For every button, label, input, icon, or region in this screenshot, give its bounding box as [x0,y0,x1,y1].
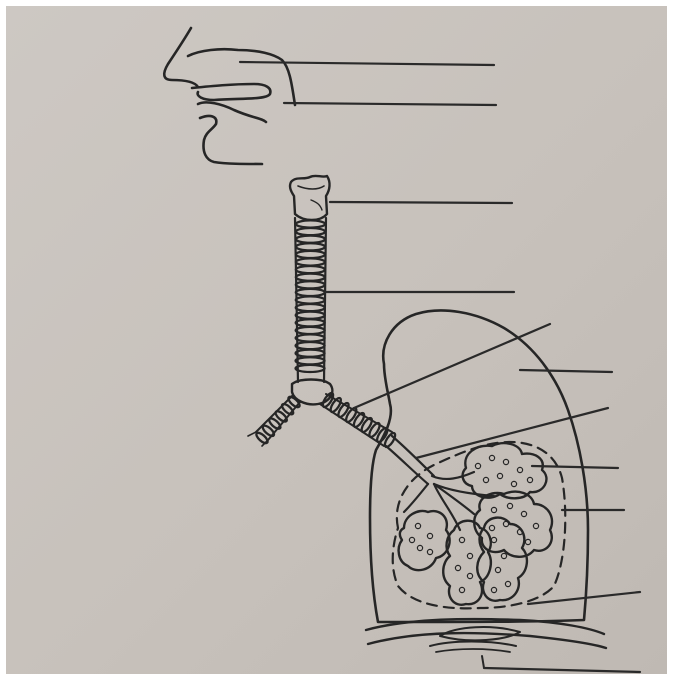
leader-larynx [330,202,512,203]
trachea-rings [296,220,325,372]
paper-background [6,6,667,674]
